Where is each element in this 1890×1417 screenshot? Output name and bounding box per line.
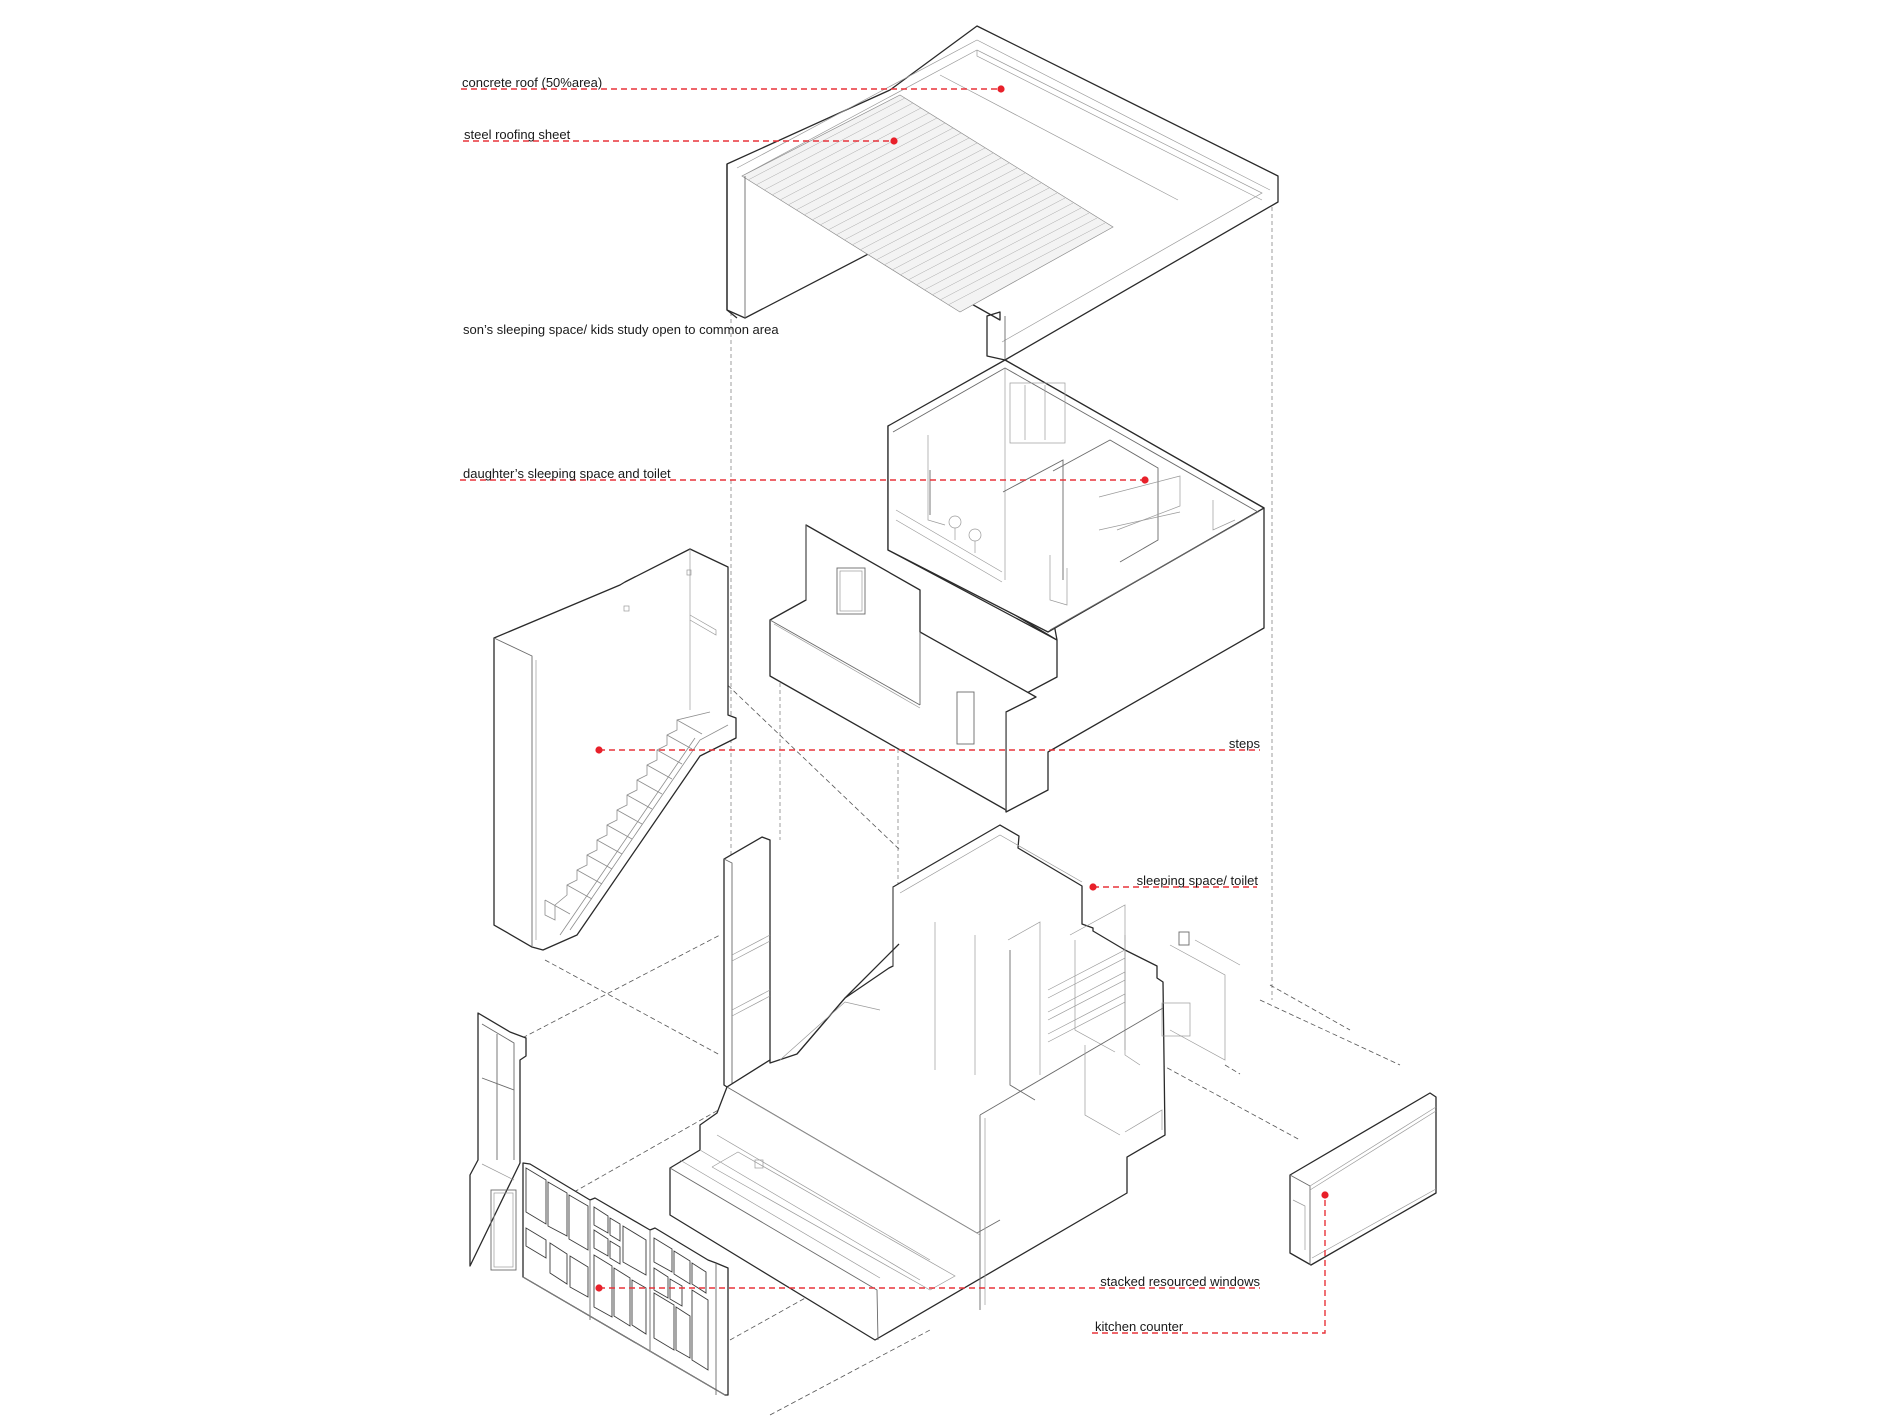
- upper-floor-component: [769, 359, 1265, 813]
- steel-roofing-sheet: [741, 94, 1114, 313]
- label-kitchen-counter: kitchen counter: [1095, 1319, 1184, 1334]
- staircase: [544, 711, 729, 936]
- annotation-leaders: [460, 85, 1329, 1334]
- label-stacked-resourced-windows: stacked resourced windows: [1100, 1274, 1260, 1289]
- steps-marker: [595, 746, 603, 754]
- label-concrete-roof: concrete roof (50%area): [462, 75, 603, 90]
- label-steps: steps: [1228, 736, 1260, 751]
- label-sons-sleeping-space: son’s sleeping space/ kids study open to…: [463, 322, 779, 337]
- label-steel-roofing-sheet: steel roofing sheet: [464, 127, 571, 142]
- label-sleeping-space-toilet: sleeping space/ toilet: [1136, 873, 1258, 888]
- ground-floor-component: [669, 824, 1241, 1341]
- kitchen-counter-marker: [1321, 1191, 1329, 1199]
- daughters-space-marker: [1141, 476, 1149, 484]
- sleeping-toilet-marker: [1089, 883, 1097, 891]
- window-wall-component: [469, 1012, 729, 1396]
- stacked-windows-marker: [595, 1284, 603, 1292]
- steel-roofing-marker: [890, 137, 898, 145]
- label-daughters-sleeping-space: daughter’s sleeping space and toilet: [463, 466, 671, 481]
- kitchen-counter-component: [1289, 1092, 1437, 1266]
- concrete-roof-marker: [997, 85, 1005, 93]
- roof-component: [726, 25, 1279, 361]
